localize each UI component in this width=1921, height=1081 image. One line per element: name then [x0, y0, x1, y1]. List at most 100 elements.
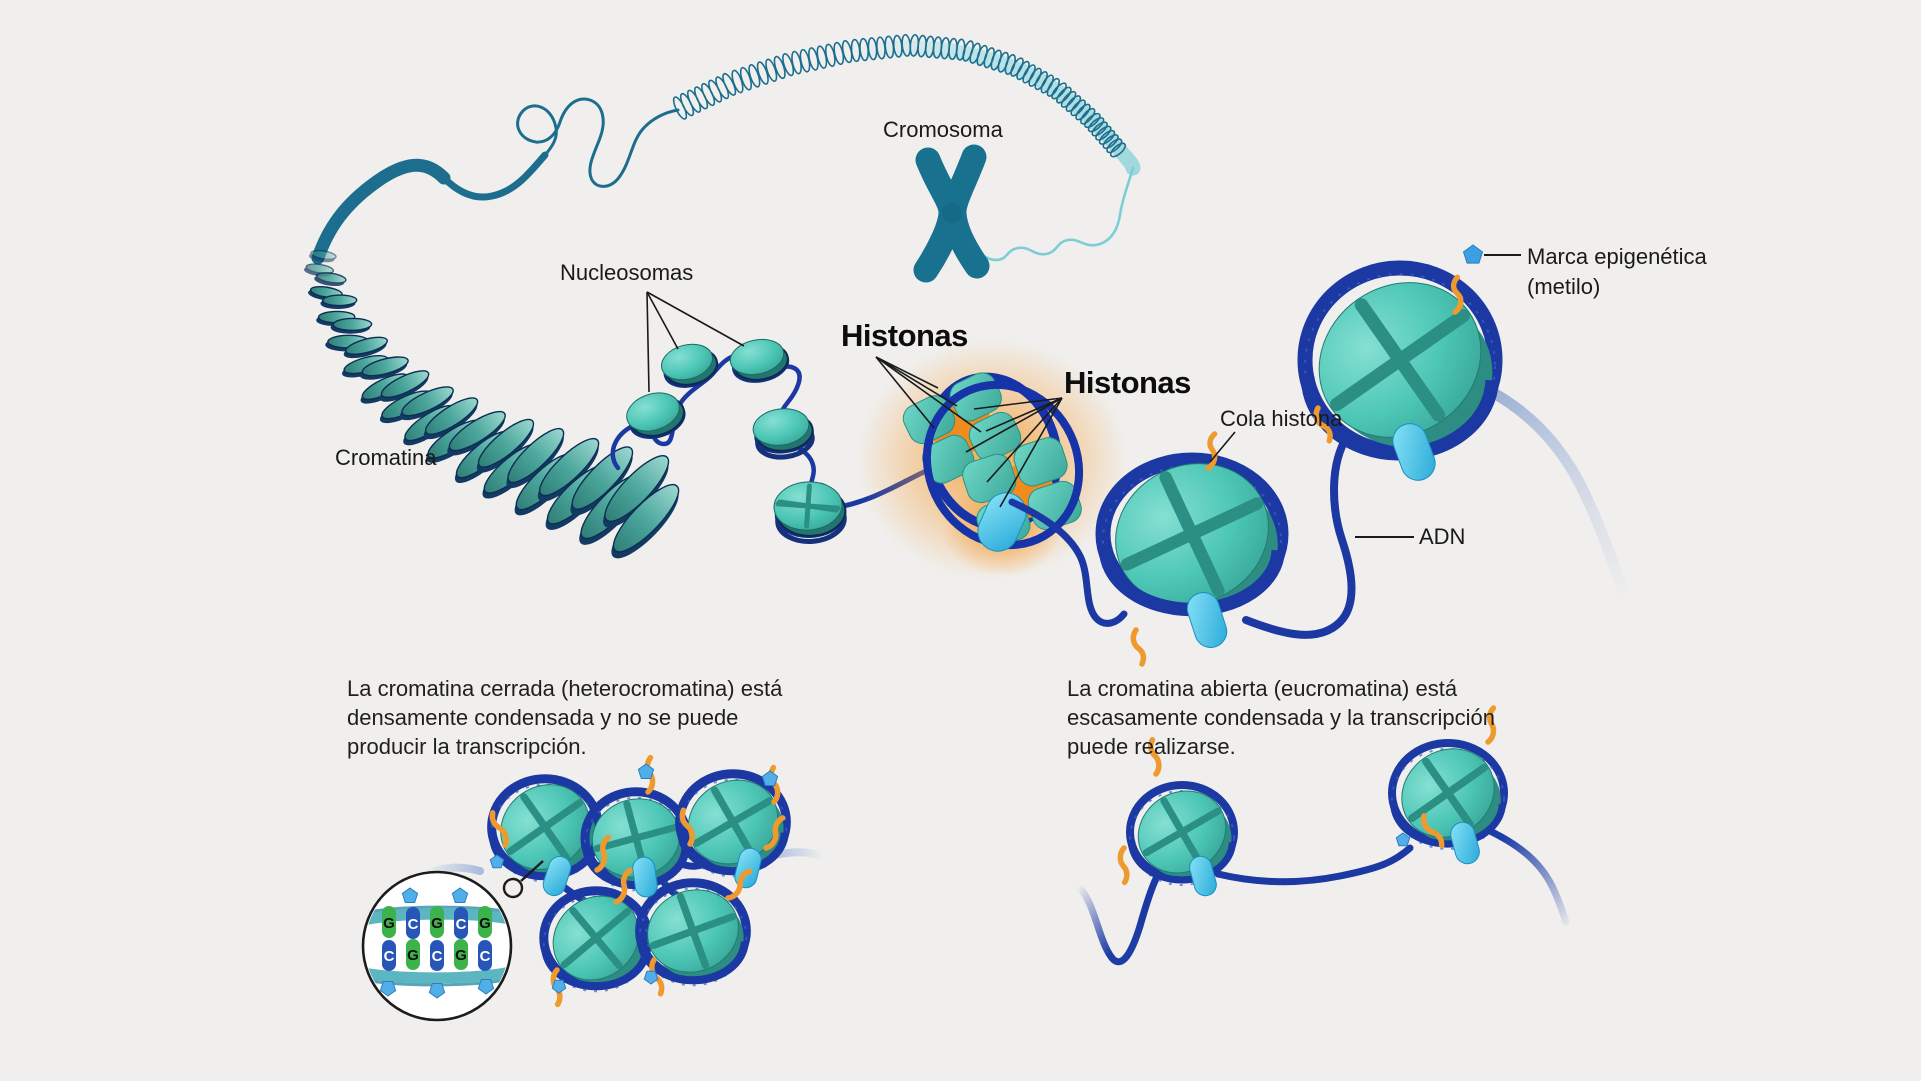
- chromatin-disc-face: [332, 317, 373, 331]
- histone-tail: [1148, 737, 1162, 777]
- dna-base-pill: [454, 907, 468, 939]
- dna-strand: [1242, 438, 1356, 639]
- chromatin-disc: [423, 397, 479, 440]
- magnifier-small-circle: [502, 877, 524, 899]
- coil-loop: [1075, 103, 1091, 121]
- dna-wrap-front: [1390, 801, 1506, 848]
- nucleosome-bead: [729, 338, 790, 383]
- label-nucleosomas: Nucleosomas: [560, 260, 694, 285]
- linker-histone: [1186, 592, 1228, 648]
- linker-histone: [542, 855, 572, 897]
- label-cromosoma: Cromosoma: [883, 117, 1003, 142]
- groove: [569, 906, 623, 970]
- dna-wrap-front: [637, 939, 749, 985]
- pointer-line: [646, 291, 679, 350]
- coil-loop: [773, 55, 786, 80]
- dna-wrap-texture: [1304, 273, 1496, 459]
- pointer-line: [875, 356, 982, 433]
- methyl-mark-icon: [379, 981, 397, 997]
- chromatin-disc-face: [507, 427, 565, 484]
- groove: [710, 786, 756, 858]
- caption-line: escasamente condensada y la transcripció…: [1067, 705, 1496, 730]
- coil-loop: [708, 79, 723, 103]
- bead-grooves: [775, 483, 841, 529]
- coil-loop: [1087, 117, 1105, 133]
- methyl-mark-icon: [551, 979, 567, 994]
- chromatin-disc: [359, 356, 409, 380]
- coil-loop: [1060, 90, 1077, 108]
- dna-base-letter: G: [431, 915, 443, 932]
- coil-loop: [739, 66, 753, 91]
- dna-base-pill: [382, 906, 396, 938]
- groove: [1160, 797, 1204, 867]
- pointer-line: [875, 356, 958, 407]
- methyl-mark-icon: [637, 763, 655, 779]
- dna-strand-open: [1488, 828, 1570, 926]
- pointer-line: [646, 291, 650, 393]
- chromatin-disc-face: [539, 437, 600, 497]
- pointer-line: [973, 397, 1063, 410]
- dna-ribbon: [311, 158, 451, 265]
- label-cromatina: Cromatina: [335, 445, 437, 470]
- histone-tail: [489, 810, 509, 848]
- dna-base-pill: [454, 939, 468, 970]
- nucleosome: [675, 769, 791, 878]
- linker-histone: [1450, 821, 1480, 865]
- methyl-mark-icon: [1395, 832, 1411, 847]
- methyl-mark-icon: [428, 983, 446, 999]
- chromatin-disc-face: [448, 410, 506, 452]
- histone-tail: [594, 834, 611, 873]
- pointer-line: [875, 356, 935, 429]
- methyl-mark-icon: [643, 970, 659, 985]
- chromatin-disc: [379, 370, 430, 402]
- dna-wrap-texture: [1391, 748, 1505, 850]
- chromatin-disc: [314, 272, 347, 287]
- dna-ribbon: [440, 151, 549, 201]
- nucleosome: [1388, 739, 1508, 865]
- chromatin-disc-face: [345, 336, 388, 355]
- coil-loop: [1028, 67, 1042, 87]
- coil-loop: [694, 86, 709, 110]
- coil-loop: [701, 82, 716, 107]
- ladder-rail-bottom: [365, 965, 509, 984]
- nucleosome: [1095, 452, 1289, 648]
- chromosome-centromere: [942, 203, 962, 223]
- dna-base-letter: G: [455, 947, 467, 964]
- coil-loop: [1106, 138, 1123, 154]
- chromatin-disc-face: [310, 249, 337, 260]
- chromatin-disc: [537, 437, 600, 502]
- histone-tail: [1205, 431, 1218, 471]
- chromatin-disc-face: [380, 370, 430, 399]
- coil-loop: [1040, 74, 1054, 94]
- methyl-mark-icon: [401, 887, 419, 903]
- label-histonas-1: Histonas: [841, 318, 968, 353]
- dna-base-letter: C: [480, 948, 491, 965]
- groove: [676, 892, 710, 970]
- dna-base-pill: [478, 940, 492, 971]
- disc-grooves: [560, 906, 632, 970]
- chromatin-disc: [611, 484, 680, 559]
- dna-base-letter: C: [456, 916, 467, 933]
- disc-grooves: [506, 793, 584, 861]
- linker-histone: [1189, 855, 1217, 897]
- coil-loop: [1070, 99, 1086, 117]
- label-marca-line1: Marca epigenética: [1527, 244, 1707, 269]
- dna-base-pill: [406, 907, 420, 939]
- disc-grooves: [1407, 757, 1489, 829]
- histone-tail: [613, 867, 633, 905]
- groove: [1422, 757, 1474, 829]
- chromatin-disc-face: [424, 397, 479, 435]
- chromatin-disc-face: [321, 294, 358, 307]
- bead-face: [752, 408, 810, 446]
- dna-wrap-front: [541, 946, 651, 991]
- pointer-line: [965, 397, 1063, 453]
- dna-base-pill: [382, 940, 396, 971]
- histone-tail: [1117, 845, 1130, 886]
- disc-grooves: [1142, 797, 1222, 867]
- pointer-line: [985, 397, 1063, 432]
- histone-tail: [1420, 813, 1445, 849]
- chromatin-disc: [447, 410, 506, 456]
- histone-tail: [763, 815, 786, 851]
- caption-closed-chromatin: La cromatina cerrada (heterocromatina) e…: [347, 674, 782, 761]
